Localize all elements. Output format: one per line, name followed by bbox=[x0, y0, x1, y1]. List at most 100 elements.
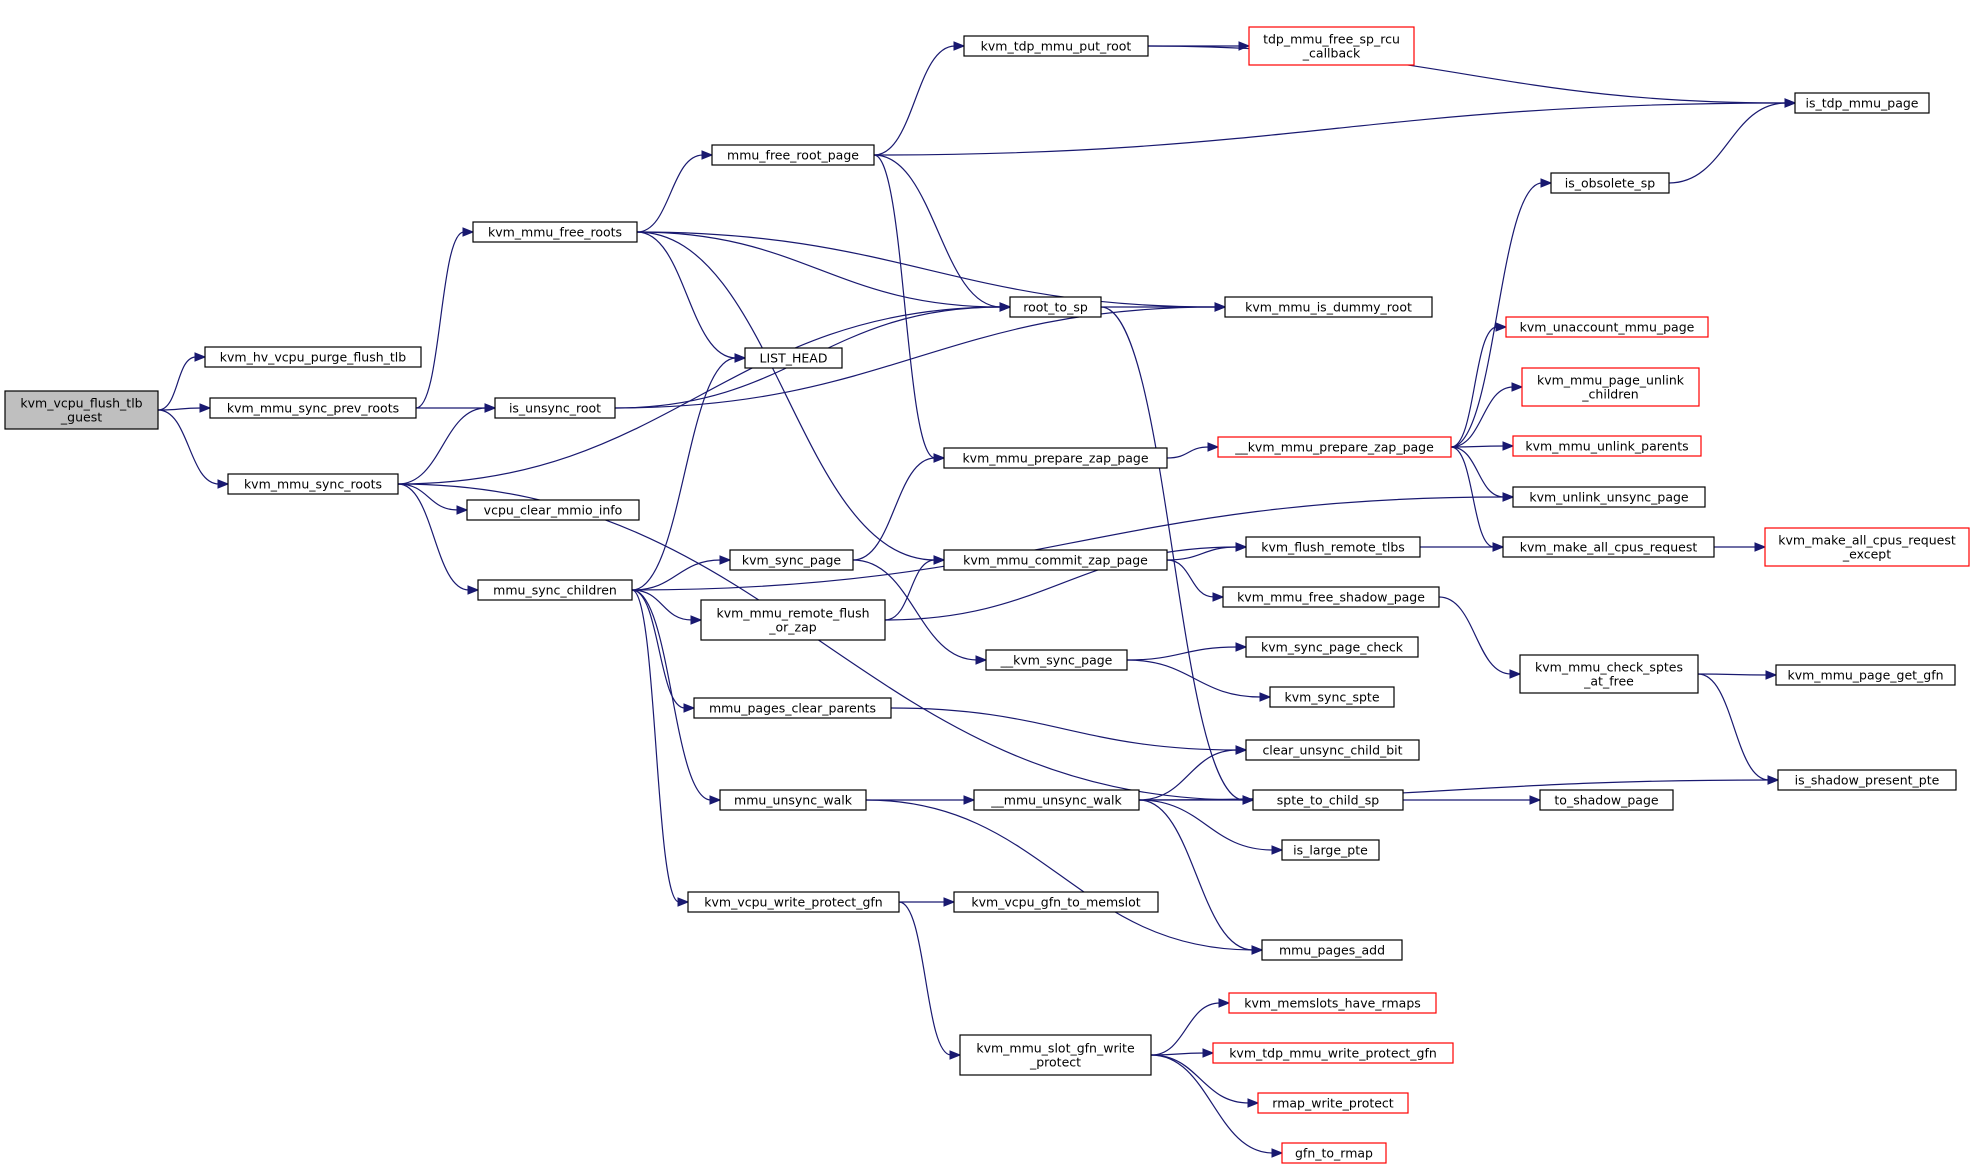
node-box bbox=[1550, 172, 1670, 194]
edge-mmu-unsync-walk-to-is-large-pte bbox=[1138, 799, 1284, 855]
edge-free-roots-to-commit-zap-page bbox=[636, 231, 946, 565]
edge-spte-to-child-sp-to-to-shadow-page bbox=[1403, 795, 1542, 805]
node-label: kvm_mmu_free_shadow_page bbox=[1237, 590, 1425, 605]
node-list-head[interactable]: LIST_HEAD bbox=[744, 347, 843, 369]
edge-slot-gfn-write-protect-to-gfn-to-rmap bbox=[1150, 1054, 1284, 1158]
node-unaccount-mmu-page[interactable]: kvm_unaccount_mmu_page bbox=[1505, 316, 1709, 338]
node-unlink-parents[interactable]: kvm_mmu_unlink_parents bbox=[1512, 435, 1702, 457]
node-is-unsync-root[interactable]: is_unsync_root bbox=[494, 397, 616, 419]
node-is-tdp-mmu-page[interactable]: is_tdp_mmu_page bbox=[1794, 92, 1930, 114]
node-box bbox=[1009, 296, 1102, 318]
edge-write-protect-gfn-to-vcpu-gfn-to-memslot bbox=[898, 897, 956, 907]
node-make-all-cpus-request-except[interactable]: kvm_make_all_cpus_request_except bbox=[1764, 527, 1970, 567]
node-page-get-gfn[interactable]: kvm_mmu_page_get_gfn bbox=[1775, 664, 1956, 686]
node-label: is_tdp_mmu_page bbox=[1805, 96, 1918, 111]
node-box bbox=[693, 697, 892, 719]
node-label: kvm_mmu_slot_gfn_write bbox=[976, 1041, 1135, 1056]
node-is-obsolete-sp[interactable]: is_obsolete_sp bbox=[1550, 172, 1670, 194]
node-label: kvm_make_all_cpus_request bbox=[1778, 533, 1956, 548]
node-make-all-cpus-request[interactable]: kvm_make_all_cpus_request bbox=[1502, 536, 1715, 558]
node-label: kvm_flush_remote_tlbs bbox=[1261, 540, 1405, 555]
node-kvm-sync-page[interactable]: kvm_sync_page bbox=[729, 549, 854, 571]
node-root[interactable]: kvm_vcpu_flush_tlb_guest bbox=[4, 390, 159, 430]
edge-root-to-sync-prev-roots bbox=[157, 403, 212, 413]
node-label: kvm_memslots_have_rmaps bbox=[1244, 996, 1421, 1011]
node-sync-roots[interactable]: kvm_mmu_sync_roots bbox=[227, 473, 399, 495]
node-box bbox=[1521, 367, 1700, 407]
node-hv-purge[interactable]: kvm_hv_vcpu_purge_flush_tlb bbox=[204, 346, 422, 368]
edge-mmu-sync-children-to-write-protect-gfn bbox=[631, 589, 690, 907]
edge-tdp-put-root-to-is-tdp-mmu-page bbox=[1147, 45, 1797, 108]
node-root-to-sp[interactable]: root_to_sp bbox=[1009, 296, 1102, 318]
node-box bbox=[1775, 664, 1956, 686]
node-mmu-unsync-walk[interactable]: mmu_unsync_walk bbox=[719, 789, 867, 811]
node-box bbox=[963, 35, 1149, 57]
node-remote-flush-or-zap[interactable]: kvm_mmu_remote_flush_or_zap bbox=[700, 599, 886, 641]
node-box bbox=[1212, 1042, 1454, 1064]
node-sync-page-check[interactable]: kvm_sync_page_check bbox=[1245, 636, 1419, 658]
edge-pages-clear-parents-to-clear-unsync-child-bit bbox=[890, 707, 1248, 755]
node-vcpu-gfn-to-memslot[interactable]: kvm_vcpu_gfn_to_memslot bbox=[953, 891, 1159, 913]
node-box bbox=[472, 221, 638, 243]
node-is-large-pte[interactable]: is_large_pte bbox=[1281, 839, 1380, 861]
node-is-dummy-root[interactable]: kvm_mmu_is_dummy_root bbox=[1224, 296, 1433, 318]
node-box bbox=[700, 599, 886, 641]
node-label: kvm_make_all_cpus_request bbox=[1520, 540, 1698, 555]
node-gfn-to-rmap[interactable]: gfn_to_rmap bbox=[1281, 1142, 1387, 1164]
node-label: is_shadow_present_pte bbox=[1795, 773, 1940, 788]
node-sync-prev-roots[interactable]: kvm_mmu_sync_prev_roots bbox=[209, 397, 417, 419]
node-box bbox=[719, 789, 867, 811]
edge-sync-roots-to-root-to-sp bbox=[397, 302, 1012, 485]
node-kvm-sync-page[interactable]: __kvm_sync_page bbox=[985, 649, 1128, 671]
node-label: root_to_sp bbox=[1023, 300, 1088, 315]
node-label: spte_to_child_sp bbox=[1277, 793, 1380, 808]
node-slot-gfn-write-protect[interactable]: kvm_mmu_slot_gfn_write_protect bbox=[959, 1034, 1152, 1076]
node-label: vcpu_clear_mmio_info bbox=[484, 503, 623, 518]
node-box bbox=[1512, 486, 1706, 508]
node-vcpu-clear-mmio[interactable]: vcpu_clear_mmio_info bbox=[466, 499, 640, 521]
node-is-shadow-present-pte[interactable]: is_shadow_present_pte bbox=[1777, 769, 1957, 791]
node-to-shadow-page[interactable]: to_shadow_page bbox=[1539, 789, 1674, 811]
node-unlink-unsync-page[interactable]: kvm_unlink_unsync_page bbox=[1512, 486, 1706, 508]
node-label: kvm_sync_page_check bbox=[1261, 640, 1404, 655]
node-label: kvm_mmu_check_sptes bbox=[1535, 660, 1683, 675]
node-memslots-have-rmaps[interactable]: kvm_memslots_have_rmaps bbox=[1228, 992, 1437, 1014]
node-tdp-free-sp-rcu[interactable]: tdp_mmu_free_sp_rcu_callback bbox=[1248, 26, 1415, 66]
node-check-sptes-at-free[interactable]: kvm_mmu_check_sptes_at_free bbox=[1519, 654, 1699, 694]
node-tdp-put-root[interactable]: kvm_tdp_mmu_put_root bbox=[963, 35, 1149, 57]
node-flush-remote-tlbs[interactable]: kvm_flush_remote_tlbs bbox=[1245, 536, 1421, 558]
node-tdp-write-protect-gfn[interactable]: kvm_tdp_mmu_write_protect_gfn bbox=[1212, 1042, 1454, 1064]
node-label: kvm_sync_spte bbox=[1284, 690, 1379, 705]
node-free-shadow-page[interactable]: kvm_mmu_free_shadow_page bbox=[1222, 586, 1440, 608]
edge-sync-roots-to-is-unsync-root bbox=[397, 403, 497, 485]
node-box bbox=[943, 549, 1168, 571]
edge-make-all-cpus-request-to-make-all-cpus-request-except bbox=[1714, 542, 1767, 552]
node-rmap-write-protect[interactable]: rmap_write_protect bbox=[1257, 1092, 1409, 1114]
node-box bbox=[1505, 316, 1709, 338]
node-box bbox=[711, 144, 875, 166]
node-free-root-page[interactable]: mmu_free_root_page bbox=[711, 144, 875, 166]
node-box bbox=[227, 473, 399, 495]
edge-free-root-page-to-is-tdp-mmu-page bbox=[873, 98, 1797, 156]
node-page-unlink-children[interactable]: kvm_mmu_page_unlink_children bbox=[1521, 367, 1700, 407]
node-sync-spte[interactable]: kvm_sync_spte bbox=[1269, 686, 1395, 708]
node-prepare-zap[interactable]: __kvm_mmu_prepare_zap_page bbox=[1217, 436, 1452, 458]
node-clear-unsync-child-bit[interactable]: clear_unsync_child_bit bbox=[1245, 739, 1420, 761]
node-pages-clear-parents[interactable]: mmu_pages_clear_parents bbox=[693, 697, 892, 719]
edge-prepare-zap-to-unaccount-mmu-page bbox=[1450, 322, 1508, 448]
node-mmu-pages-add[interactable]: mmu_pages_add bbox=[1261, 939, 1403, 961]
node-write-protect-gfn[interactable]: kvm_vcpu_write_protect_gfn bbox=[687, 891, 900, 913]
node-label: kvm_vcpu_gfn_to_memslot bbox=[971, 895, 1140, 910]
node-spte-to-child-sp[interactable]: spte_to_child_sp bbox=[1252, 789, 1404, 811]
node-prepare-zap-page[interactable]: kvm_mmu_prepare_zap_page bbox=[943, 447, 1168, 469]
node-commit-zap-page[interactable]: kvm_mmu_commit_zap_page bbox=[943, 549, 1168, 571]
node-free-roots[interactable]: kvm_mmu_free_roots bbox=[472, 221, 638, 243]
node-mmu-unsync-walk[interactable]: __mmu_unsync_walk bbox=[973, 789, 1140, 811]
edge-root-to-sp-to-is-dummy-root bbox=[1100, 302, 1227, 312]
edge-prepare-zap-page-to-prepare-zap bbox=[1166, 442, 1220, 459]
node-label: kvm_sync_page bbox=[742, 553, 842, 568]
node-box bbox=[943, 447, 1168, 469]
node-box bbox=[466, 499, 640, 521]
node-mmu-sync-children[interactable]: mmu_sync_children bbox=[477, 579, 633, 601]
edge-mmu-sync-children-to-list-head bbox=[631, 353, 747, 591]
